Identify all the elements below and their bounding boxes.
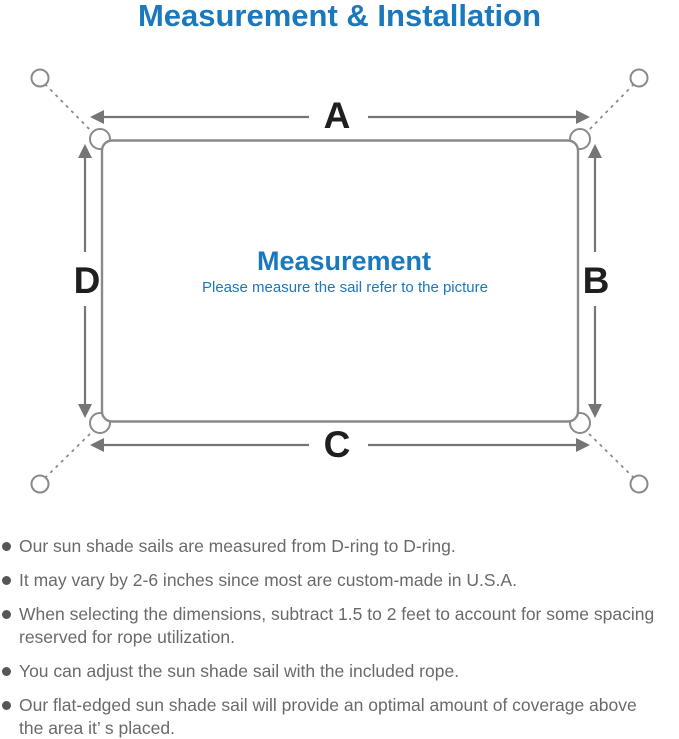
list-item: You can adjust the sun shade sail with t… [2,660,669,683]
bullet-icon [2,610,11,619]
diagram-center-subtitle: Please measure the sail refer to the pic… [202,279,488,296]
anchor-ring-icon [30,68,50,88]
note-text: When selecting the dimensions, subtract … [19,604,655,647]
tension-dashed-line [44,83,98,138]
tension-dashed-line [581,83,635,138]
anchor-ring-icon [629,68,649,88]
dimension-arrow-bottom [90,438,590,452]
anchor-ring-icon [629,474,649,494]
list-item: Our flat-edged sun shade sail will provi… [2,694,669,739]
note-text: You can adjust the sun shade sail with t… [19,661,460,681]
dimension-arrow-right [588,144,602,418]
list-item: Our sun shade sails are measured from D-… [2,535,669,558]
diagram-center-title: Measurement [257,246,431,276]
measurement-diagram: A B C D Measurement Please measure the s… [30,68,649,494]
dimension-label-b: B [583,260,610,301]
dimension-arrow-top [90,110,590,124]
list-item: When selecting the dimensions, subtract … [2,603,669,649]
bullet-icon [2,576,11,585]
dimension-label-c: C [324,424,351,465]
dimension-arrow-left [78,144,92,418]
dimension-label-a: A [324,95,351,136]
bullet-icon [2,701,11,710]
list-item: It may vary by 2-6 inches since most are… [2,569,669,592]
note-text: It may vary by 2-6 inches since most are… [19,570,517,590]
anchor-ring-icon [30,474,50,494]
dimension-label-d: D [74,260,101,301]
tension-dashed-line [44,426,98,479]
page-title: Measurement & Installation [137,0,542,33]
bullet-icon [2,542,11,551]
tension-dashed-line [581,426,635,479]
notes-list: Our sun shade sails are measured from D-… [2,535,669,739]
note-text: Our flat-edged sun shade sail will provi… [19,695,637,738]
note-text: Our sun shade sails are measured from D-… [19,536,456,556]
sail-outline [100,139,580,423]
bullet-icon [2,667,11,676]
